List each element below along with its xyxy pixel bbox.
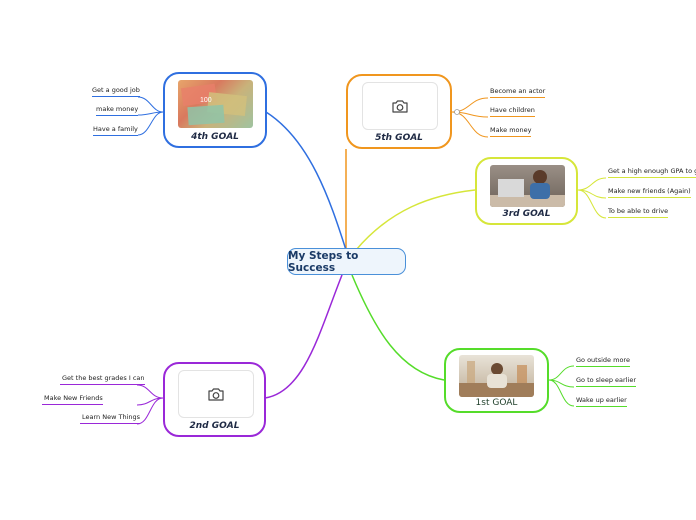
- leaf-4th-1[interactable]: Get a good job: [92, 86, 140, 97]
- leaf-text: To be able to drive: [608, 207, 669, 215]
- leaf-1st-1[interactable]: Go outside more: [576, 356, 630, 367]
- goal-node-5th[interactable]: 5th GOAL: [346, 74, 452, 149]
- leaf-text: Go to sleep earlier: [576, 376, 636, 384]
- leaf-1st-3[interactable]: Wake up earlier: [576, 396, 627, 407]
- goal-label-2nd: 2nd GOAL: [189, 421, 240, 431]
- leaf-3rd-2[interactable]: Make new friends (Again): [608, 187, 691, 198]
- leaf-2nd-3[interactable]: Learn New Things: [80, 413, 141, 424]
- leaf-text: Learn New Things: [82, 413, 141, 421]
- leaf-2nd-1[interactable]: Get the best grades I can: [60, 374, 145, 385]
- goal-label-3rd: 3rd GOAL: [502, 209, 551, 219]
- svg-text:100: 100: [200, 97, 212, 104]
- man-desk-icon: [459, 361, 534, 397]
- goal-node-1st[interactable]: 1st GOAL: [444, 348, 549, 413]
- goal-label-4th: 4th GOAL: [191, 132, 239, 142]
- link-3rd-goal: [355, 189, 476, 251]
- leaf-text: Have children: [490, 106, 535, 114]
- central-topic[interactable]: My Steps to Success: [287, 248, 406, 275]
- leaf-text: Make New Friends: [44, 394, 103, 402]
- student-icon: [490, 170, 565, 207]
- money-icon: 100: [180, 83, 247, 126]
- leaf-5th-2[interactable]: Have children: [490, 106, 535, 117]
- leaf-1st-2[interactable]: Go to sleep earlier: [576, 376, 636, 387]
- leaf-text: Go outside more: [576, 356, 630, 364]
- image-placeholder: [178, 370, 254, 418]
- leaf-text: Become an actor: [490, 87, 546, 95]
- link-1st-goal: [351, 274, 445, 381]
- leaf-text: Have a family: [93, 125, 138, 133]
- goal-node-4th[interactable]: 100 4th GOAL: [163, 72, 267, 148]
- leaf-2nd-2[interactable]: Make New Friends: [42, 394, 103, 405]
- link-4th-goal: [265, 111, 347, 251]
- leaf-4th-2[interactable]: make money: [96, 105, 139, 116]
- camera-icon: [208, 387, 224, 401]
- leaf-text: Get a good job: [92, 86, 140, 94]
- leaf-text: Get a high enough GPA to go to: [608, 167, 696, 175]
- leaf-5th-3[interactable]: Make money: [490, 126, 532, 137]
- leaf-4th-3[interactable]: Have a family: [93, 125, 138, 136]
- goal-label-5th: 5th GOAL: [375, 133, 423, 143]
- leaf-text: Get the best grades I can: [62, 374, 145, 382]
- goal-label-1st: 1st GOAL: [475, 398, 518, 408]
- student-laptop-image: [490, 165, 565, 207]
- image-placeholder: [362, 82, 438, 130]
- leaf-text: make money: [96, 105, 139, 113]
- link-2nd-goal: [264, 274, 343, 399]
- leaf-text: Make money: [490, 126, 532, 134]
- leaf-5th-1[interactable]: Become an actor: [490, 87, 546, 98]
- goal-node-3rd[interactable]: 3rd GOAL: [475, 157, 578, 225]
- leaf-3rd-1[interactable]: Get a high enough GPA to go to: [608, 167, 696, 178]
- leaf-3rd-3[interactable]: To be able to drive: [608, 207, 669, 218]
- money-image: 100: [178, 80, 253, 128]
- leaf-text: Make new friends (Again): [608, 187, 691, 195]
- man-desk-image: [459, 355, 534, 397]
- goal-node-2nd[interactable]: 2nd GOAL: [163, 362, 266, 437]
- leaf-text: Wake up earlier: [576, 396, 627, 404]
- camera-icon: [392, 99, 408, 113]
